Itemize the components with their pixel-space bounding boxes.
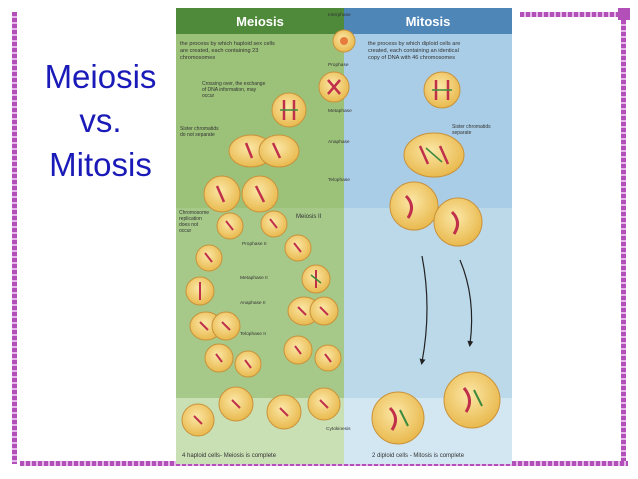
mitosis-header-band — [344, 8, 512, 34]
meiosis-metaphase-cell — [271, 92, 307, 128]
meiosis-telophase-cells — [203, 175, 279, 213]
meiosis-ii-anaphase-cells — [189, 296, 339, 341]
left-border-bar — [12, 12, 17, 464]
meiosis-ii-label: Meiosis II — [296, 214, 322, 220]
sister-not-separate-note: Sister chromatids do not separate — [180, 126, 220, 138]
mitosis-telophase-cells — [389, 181, 483, 247]
meiosis-final-haploid-cells — [181, 386, 341, 437]
label-prophase-ii: Prophase II — [242, 241, 267, 247]
title-line-3: Mitosis — [49, 146, 152, 183]
title-line-2: vs. — [79, 102, 122, 139]
meiosis-header: Meiosis — [236, 14, 284, 29]
label-telophase-ii: Telophase II — [240, 331, 266, 337]
label-anaphase: Anaphase — [328, 139, 350, 145]
sister-separate-note: Sister chromatids separate — [452, 124, 492, 136]
mitosis-anaphase-cell — [403, 132, 465, 178]
meiosis-ii-prophase-cells — [216, 210, 288, 240]
no-replication-note: Chromosome replication does not occur — [179, 210, 210, 234]
mitosis-arrow-right — [459, 259, 474, 347]
meiosis-header-band — [176, 8, 344, 34]
mitosis-lower-region — [344, 208, 512, 398]
label-telophase: Telophase — [328, 177, 350, 183]
mitosis-arrow-left — [419, 255, 428, 365]
meiosis-description: the process by which haploid sex cells a… — [180, 41, 276, 61]
interphase-cell — [332, 29, 356, 53]
mitosis-metaphase-cell — [423, 71, 461, 109]
label-interphase: Interphase — [328, 12, 351, 18]
label-metaphase: Metaphase — [328, 108, 352, 114]
label-prophase: Prophase — [328, 62, 349, 68]
meiosis-result-caption: 4 haploid cells- Meiosis is complete — [182, 453, 277, 459]
meiosis-anaphase-cell — [228, 134, 300, 168]
meiosis-ii-metaphase-cells — [185, 264, 331, 306]
crossing-over-note: Crossing over, the exchange of DNA infor… — [202, 81, 267, 99]
label-cytokinesis: Cytokinesis — [326, 426, 351, 432]
mitosis-result-caption: 2 diploid cells - Mitosis is complete — [372, 453, 465, 459]
right-border-bar — [621, 8, 626, 463]
meiosis-prophase-cell — [318, 71, 350, 103]
label-metaphase-ii: Metaphase II — [240, 275, 268, 281]
meiosis-ii-prophase-cells-b — [195, 234, 312, 272]
mitosis-header: Mitosis — [406, 14, 451, 29]
top-border-bar — [520, 12, 628, 17]
mitosis-final-diploid-cells — [371, 371, 501, 445]
meiosis-ii-telophase-cells — [204, 335, 342, 378]
corner-square — [618, 8, 630, 20]
mitosis-description: the process by which diploid cells are c… — [368, 41, 462, 61]
meiosis-mitosis-diagram: Meiosis Mitosis the process by which hap… — [176, 8, 512, 464]
label-anaphase-ii: Anaphase II — [240, 300, 266, 306]
title-line-1: Meiosis — [44, 58, 157, 95]
slide-title: Meiosis vs. Mitosis — [28, 55, 173, 187]
